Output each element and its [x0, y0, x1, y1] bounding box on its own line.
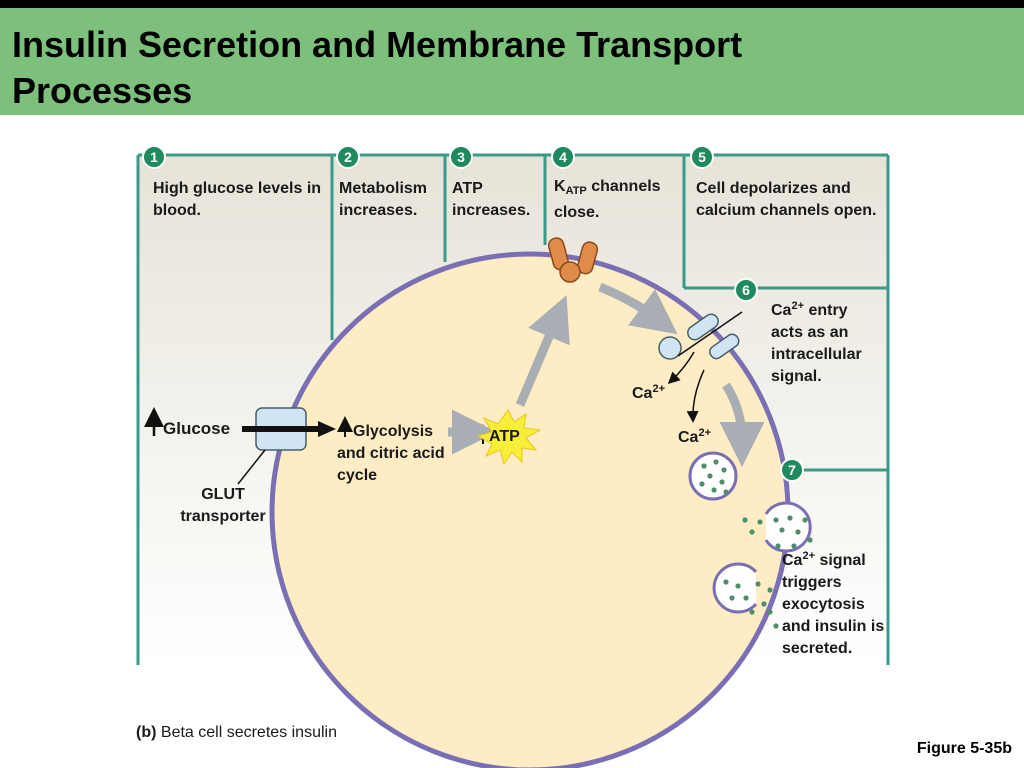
step-panel-borders [136, 153, 890, 665]
step-badge-3: 3 [449, 145, 473, 169]
figure-caption: (b) Beta cell secretes insulin [136, 724, 337, 741]
glucose-arrow-head [318, 421, 336, 437]
svg-text:6: 6 [742, 282, 750, 298]
step-badge-7: 7 [780, 458, 804, 482]
slide-title: Insulin Secretion and Membrane Transport… [12, 24, 743, 111]
slide-header: Insulin Secretion and Membrane Transport… [0, 8, 1024, 115]
step-badge-6: 6 [734, 278, 758, 302]
figure-reference: Figure 5-35b [916, 740, 1012, 757]
calcium-to-vesicle-arrow [719, 382, 765, 467]
glucose-label: Glucose [163, 419, 231, 438]
katp-to-calcium-arrow [598, 282, 678, 335]
atp-label: ATP [489, 428, 520, 445]
calcium-label-2: Ca2+ [678, 427, 711, 447]
glut-transporter-label: GLUT transporter [180, 486, 266, 525]
svg-text:7: 7 [788, 462, 796, 478]
step-7-text: Ca2+ signal triggers exocytosis and insu… [782, 550, 885, 658]
top-black-strip [0, 0, 1024, 8]
step-3-text: ATP increases. [452, 180, 531, 219]
step-badge-4: 4 [551, 145, 575, 169]
glycolysis-label: Glycolysis and citric acid cycle [337, 423, 445, 484]
calcium-label-1: Ca2+ [632, 383, 665, 403]
svg-text:2: 2 [344, 149, 352, 165]
step-5-text: Cell depolarizes and calcium channels op… [696, 180, 877, 219]
svg-text:4: 4 [559, 149, 567, 165]
exocytosis-vesicle-2 [712, 562, 779, 629]
exocytosis-vesicle-1 [742, 501, 813, 553]
step-badge-5: 5 [690, 145, 714, 169]
insulin-vesicle [688, 451, 738, 501]
step-2-text: Metabolism increases. [339, 180, 428, 219]
step-4-text: KATP channels close. [554, 178, 661, 221]
svg-text:1: 1 [150, 149, 158, 165]
calcium-entry-arrow-1 [667, 351, 695, 385]
svg-text:5: 5 [698, 149, 706, 165]
katp-channel-icon [547, 237, 599, 283]
step-badge-1: 1 [142, 145, 166, 169]
step-6-text: Ca2+ entry acts as an intracellular sign… [771, 300, 862, 386]
step-1-text: High glucose levels in blood. [153, 180, 322, 219]
atp-to-katp-arrow [515, 295, 570, 407]
calcium-entry-arrow-2 [686, 369, 705, 423]
atp-star-icon [476, 409, 542, 466]
calcium-channel-icon [658, 311, 743, 360]
svg-text:3: 3 [457, 149, 465, 165]
step-badge-2: 2 [336, 145, 360, 169]
glut-leader-line [237, 449, 266, 485]
